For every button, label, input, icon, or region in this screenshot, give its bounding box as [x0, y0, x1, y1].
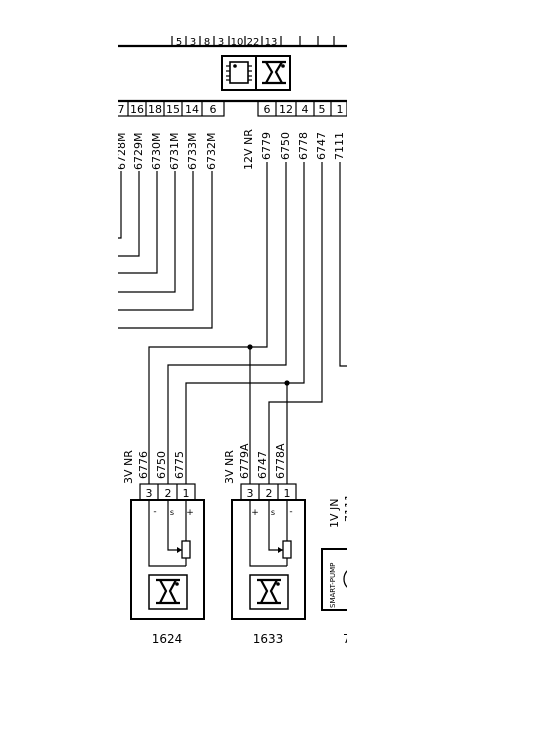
upper-wire-labels: 6728M 6729M 6730M 6731M 6733M 6732M 12V …	[115, 129, 346, 171]
sensor-1624: 3V NR 6776 6750 6775 3 2 1 - s +	[122, 450, 205, 646]
wire-label: 6733M	[186, 133, 199, 171]
wire-label: 7111	[333, 132, 346, 160]
sensor-pin-number: 1	[284, 487, 291, 500]
module-icons	[221, 55, 291, 91]
component-label: 1633	[253, 632, 284, 646]
wires	[118, 162, 347, 484]
mid-pin-label: 14	[185, 103, 199, 116]
pump-voltage-label: 1V JN	[328, 499, 341, 529]
sensor-voltage-label: 3V NR	[122, 450, 135, 484]
wire-label: 6778	[297, 132, 310, 160]
component-label: 7	[343, 632, 351, 646]
mid-connector: 7 16 18 15 14 6 6 12 4 5 1	[118, 99, 347, 117]
top-pin-label: 3	[218, 37, 224, 48]
mid-pin-label: 7	[118, 103, 125, 116]
wire-label: 6750	[155, 451, 168, 479]
sensor-symbol-icon	[156, 578, 180, 605]
sensor-pin-number: 3	[247, 487, 254, 500]
wire-label: 6728M	[115, 133, 128, 171]
sensor-pin-number: 1	[183, 487, 190, 500]
wire-label: 6747	[315, 132, 328, 160]
smart-pump: 1V JN 7111 SMART-PUMP 7	[321, 494, 356, 646]
sensor-symbol-icon	[257, 578, 281, 605]
top-connector: 5 3 8 3 10 22 13	[118, 36, 347, 48]
top-pin-label: 8	[204, 37, 210, 48]
mid-pin-label: 6	[210, 103, 217, 116]
sensor-pin-mark: s	[170, 508, 174, 517]
mid-pin-label: 5	[319, 103, 326, 116]
wire-label: 6730M	[150, 133, 163, 171]
top-pin-label: 5	[176, 37, 182, 48]
sensor-pin-mark: +	[251, 508, 259, 518]
wire-label: 6750	[279, 132, 292, 160]
sensor-pin-mark: -	[153, 507, 156, 517]
wire-label: 6779	[260, 132, 273, 160]
mid-pin-label: 15	[166, 103, 180, 116]
potentiometer-icon	[148, 500, 191, 567]
top-pin-label: 22	[247, 37, 260, 48]
pump-box-label: SMART-PUMP	[329, 563, 337, 608]
component-label: 1624	[152, 632, 183, 646]
mid-pin-label: 6	[264, 103, 271, 116]
wire-label: 6729M	[132, 133, 145, 171]
mid-pin-label: 1	[337, 103, 344, 116]
wire-label: 6731M	[168, 133, 181, 171]
top-pin-label: 3	[190, 37, 196, 48]
sensor-1633: 3V NR 6779A 6747 6778A 3 2 1 + s -	[223, 443, 306, 646]
mid-pin-label: 12	[279, 103, 293, 116]
wire-voltage-label: 12V NR	[242, 129, 255, 170]
sensor-pin-number: 2	[165, 487, 172, 500]
wire-label: 6747	[256, 451, 269, 479]
sensor-pin-mark: +	[186, 508, 194, 518]
sensor-symbol-icon	[262, 60, 286, 85]
wire-label: 6732M	[205, 133, 218, 171]
mid-pin-label: 16	[130, 103, 144, 116]
top-pin-label: 13	[265, 37, 278, 48]
sensor-pin-mark: s	[271, 508, 275, 517]
sensor-pin-number: 2	[266, 487, 273, 500]
sensor-voltage-label: 3V NR	[223, 450, 236, 484]
potentiometer-icon	[249, 500, 292, 567]
wire-label: 6779A	[238, 443, 251, 479]
wire-label: 6778A	[274, 443, 287, 479]
wire-label: 7111	[343, 494, 356, 522]
pump-motor-icon	[343, 570, 347, 588]
top-pin-label: 10	[231, 37, 244, 48]
mid-pin-label: 4	[302, 103, 309, 116]
sensor-pin-mark: -	[289, 507, 292, 517]
mid-pin-label: 18	[148, 103, 162, 116]
sensor-pin-number: 3	[146, 487, 153, 500]
chip-icon	[226, 61, 252, 84]
wire-label: 6776	[137, 451, 150, 479]
wire-label: 6775	[173, 451, 186, 479]
